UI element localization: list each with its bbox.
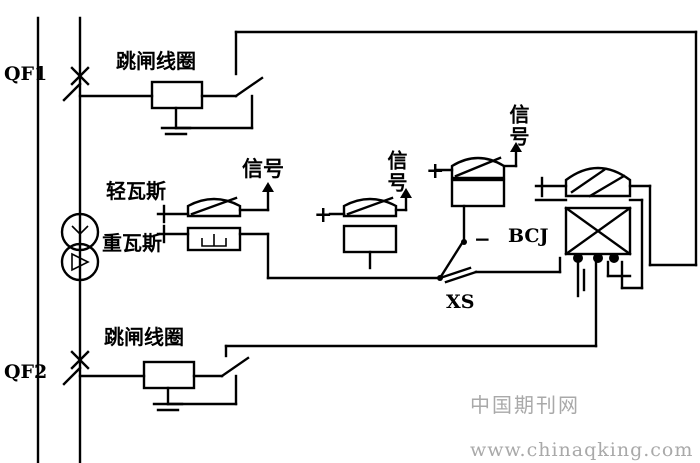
watermark-line1: 中国期刊网 — [470, 393, 580, 417]
xs-switch — [437, 238, 562, 284]
qf2-breaker-symbol — [62, 350, 90, 386]
xs-label: XS — [446, 291, 474, 313]
plus-sign-right: + — [426, 158, 444, 184]
trip-coil-top — [78, 76, 264, 136]
qf1-breaker-symbol — [62, 66, 90, 102]
plus-sign-middle: + — [314, 202, 332, 228]
trip-wire-bottom — [224, 260, 598, 358]
signal-label-2: 信号 — [384, 149, 408, 194]
trip-coil-bottom — [78, 356, 250, 412]
trip-coil-bottom-label: 跳闸线圈 — [104, 325, 184, 349]
minus-sign: − — [474, 227, 491, 251]
trip-coil-top-label: 跳闸线圈 — [116, 49, 196, 73]
qf1-label: QF1 — [4, 63, 47, 85]
signal-label-2-text: 信号 — [384, 149, 408, 194]
trip-wire-top — [234, 30, 698, 267]
bcj-label: BCJ — [508, 225, 549, 247]
signal-label-1: 信号 — [242, 156, 284, 181]
transformer-symbol — [60, 212, 100, 282]
gas-relay — [156, 182, 442, 280]
signal-label-3-text: 信号 — [506, 103, 530, 148]
right-relay — [434, 142, 522, 242]
light-gas-label: 轻瓦斯 — [106, 179, 166, 203]
qf2-label: QF2 — [4, 361, 47, 383]
signal-label-3: 信号 — [506, 103, 530, 148]
bcj-relay — [534, 166, 652, 298]
watermark-line2: www.chinaqking.com — [470, 439, 693, 461]
heavy-gas-label: 重瓦斯 — [102, 231, 162, 255]
middle-relay — [328, 188, 412, 270]
